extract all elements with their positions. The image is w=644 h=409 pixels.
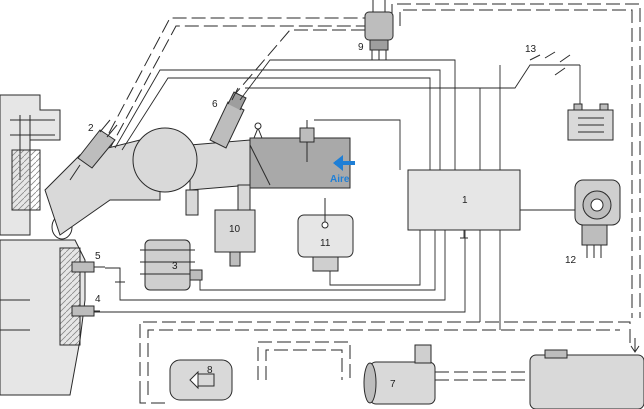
label-12: 12 (565, 255, 577, 266)
wiring-harness (90, 59, 581, 330)
fuel-pump-7 (363, 344, 436, 405)
injector-6 (209, 87, 247, 149)
label-6: 6 (212, 99, 218, 110)
relay-13 (529, 51, 571, 76)
label-9: 9 (358, 42, 364, 53)
aux-air-valve-10 (214, 209, 256, 267)
battery (567, 103, 614, 141)
label-aire: Aire (330, 174, 350, 185)
label-5: 5 (95, 251, 101, 262)
label-3: 3 (172, 261, 178, 272)
distributor-12 (574, 179, 621, 258)
label-10: 10 (229, 224, 241, 235)
air-temp-sensor (299, 120, 315, 162)
engine-cylinder-head (0, 94, 86, 396)
label-7: 7 (390, 379, 396, 390)
label-4: 4 (95, 294, 101, 305)
temp-sensor-4 (71, 305, 100, 317)
throttle-switch-11 (297, 198, 354, 272)
label-11: 11 (320, 238, 331, 249)
label-1: 1 (462, 195, 468, 206)
label-13: 13 (525, 44, 537, 55)
temp-sensor-5 (71, 261, 105, 273)
label-2: 2 (88, 123, 94, 134)
label-8: 8 (207, 365, 213, 376)
fuel-line-system (99, 3, 641, 404)
air-arrow-icon (333, 155, 355, 171)
ecu-box (407, 169, 521, 231)
cold-start-valve-3 (140, 239, 203, 291)
injector-2 (69, 119, 118, 181)
fuel-tank (529, 338, 644, 409)
pressure-regulator-9 (364, 0, 394, 60)
fuel-filter-8 (169, 359, 233, 401)
throttle-valve (253, 122, 263, 139)
